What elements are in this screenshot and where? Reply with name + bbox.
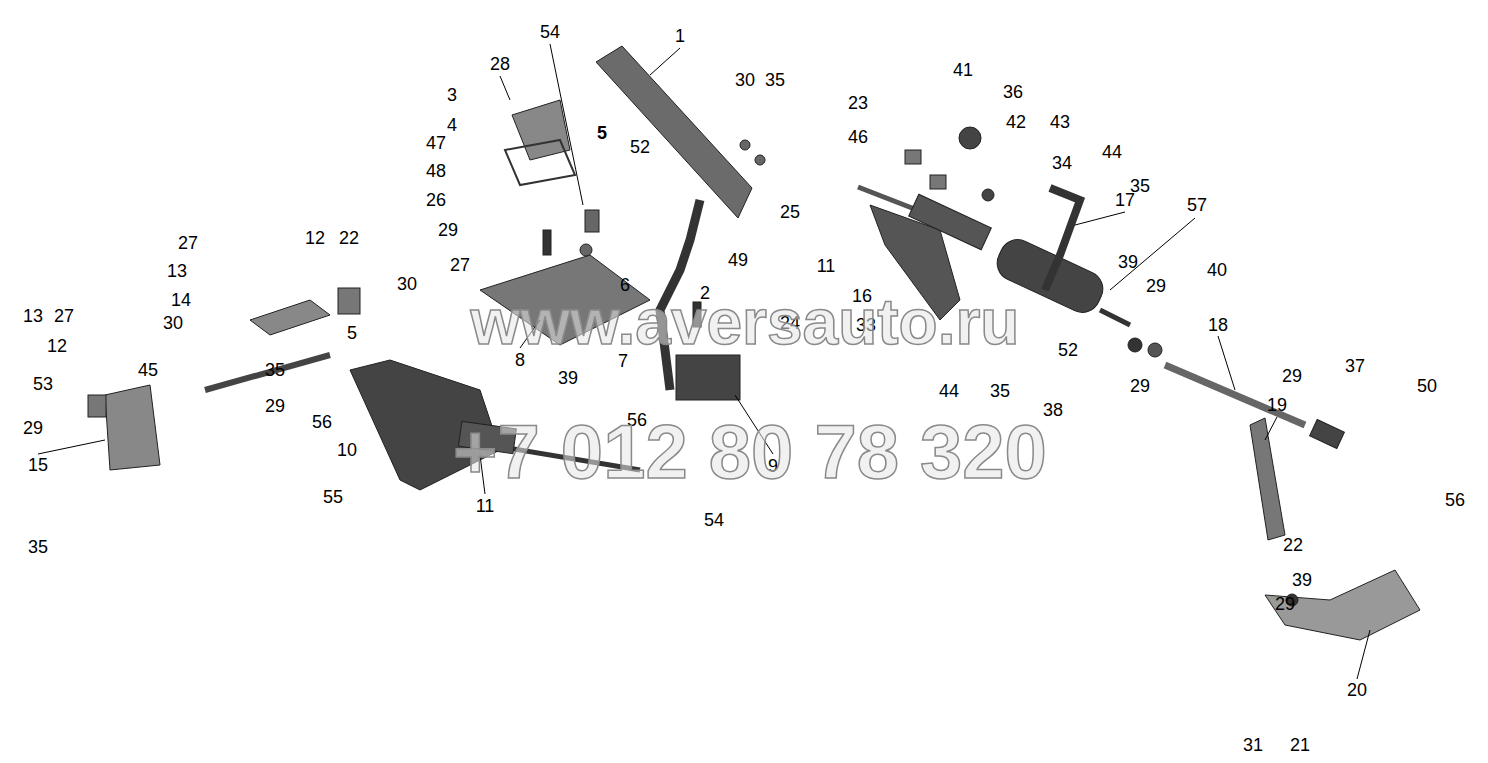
callout-number: 11 [817,257,836,275]
callout-number: 17 [1115,191,1135,209]
callout-number: 45 [138,361,158,379]
callout-number: 18 [1208,316,1228,334]
callout-number: 48 [426,162,446,180]
callout-number: 40 [1207,261,1227,279]
callout-number: 34 [1052,154,1072,172]
callout-number: 13 [23,307,43,325]
callout-number: 4 [447,116,457,134]
callout-number: 29 [1146,277,1166,295]
callout-number: 12 [47,337,67,355]
callout-number: 29 [1130,377,1150,395]
callout-number: 7 [618,352,628,370]
callout-number: 28 [490,55,510,73]
callout-number: 30 [397,275,417,293]
callout-number: 29 [1275,595,1295,613]
callout-number: 52 [1058,341,1078,359]
callout-number: 27 [450,256,470,274]
callout-number: 29 [23,419,43,437]
callout-number: 12 [305,229,325,247]
callout-number: 35 [990,382,1010,400]
callout-number: 35 [28,538,48,556]
callout-number: 22 [1283,536,1303,554]
callout-number: 43 [1050,113,1070,131]
callout-number: 31 [1243,736,1263,754]
callout-number: 50 [1417,377,1437,395]
callout-number: 10 [337,441,357,459]
callout-number: 1 [675,27,685,45]
callout-number: 29 [438,221,458,239]
callout-number: 29 [265,397,285,415]
callout-number: 5 [597,124,607,142]
callout-number: 29 [1282,367,1302,385]
callout-number: 27 [178,234,198,252]
callout-number: 56 [1445,491,1465,509]
callout-number: 13 [167,262,187,280]
callout-number: 46 [848,128,868,146]
callout-number: 54 [704,511,724,529]
callout-number: 54 [540,23,560,41]
callout-number: 41 [953,61,973,79]
callout-number: 30 [735,71,755,89]
callout-number: 30 [163,314,183,332]
callout-number: 11 [476,497,495,515]
callout-number: 3 [447,86,457,104]
callout-number: 20 [1347,681,1367,699]
callout-number: 25 [780,203,800,221]
callout-number: 39 [558,369,578,387]
watermark: www.aversauto.ru [471,290,1020,354]
callout-number: 55 [323,488,343,506]
watermark: +7 012 80 78 320 [453,414,1047,490]
callout-number: 15 [28,456,48,474]
callout-number: 35 [265,361,285,379]
callout-number: 39 [1118,253,1138,271]
callout-number: 36 [1003,83,1023,101]
callout-number: 57 [1187,196,1207,214]
callout-number: 39 [1292,571,1312,589]
callout-number: 21 [1290,736,1310,754]
callout-number: 53 [33,375,53,393]
callout-number: 42 [1006,113,1026,131]
callout-number: 5 [347,324,357,342]
callout-number: 49 [728,251,748,269]
callout-number: 23 [848,94,868,112]
callout-number: 26 [426,191,446,209]
callout-number: 37 [1345,357,1365,375]
callout-number: 44 [1102,143,1122,161]
callout-number: 56 [312,413,332,431]
callout-number: 27 [54,307,74,325]
callout-number: 47 [426,134,446,152]
callout-number: 19 [1267,396,1287,414]
callout-number: 22 [339,229,359,247]
callout-number: 14 [171,291,191,309]
callout-number: 44 [939,382,959,400]
callout-number: 35 [765,71,785,89]
callout-number: 52 [630,138,650,156]
